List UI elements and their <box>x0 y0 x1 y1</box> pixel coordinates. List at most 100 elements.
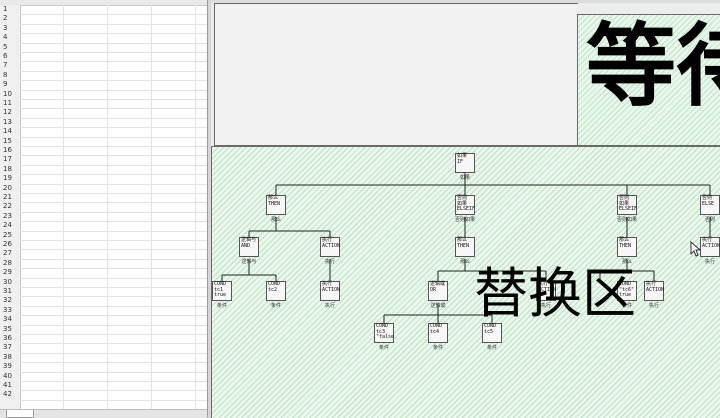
column-gridline <box>63 5 64 409</box>
column-header-row <box>0 0 207 6</box>
row-number[interactable]: 28 <box>3 258 12 267</box>
row-number[interactable]: 35 <box>3 324 12 333</box>
tree-node[interactable]: 执行 ACTION <box>536 281 556 301</box>
tree-node[interactable]: 执行 ACTION <box>644 281 664 301</box>
row-gridline <box>20 183 207 185</box>
row-number[interactable]: 25 <box>3 230 12 239</box>
title-banner: 等待 <box>577 14 720 146</box>
row-number[interactable]: 24 <box>3 221 12 230</box>
row-number[interactable]: 29 <box>3 268 12 277</box>
row-number[interactable]: 31 <box>3 287 12 295</box>
row-number[interactable]: 6 <box>3 52 8 60</box>
row-number[interactable]: 34 <box>3 315 12 324</box>
row-gridline <box>20 268 207 270</box>
tree-node[interactable]: COND tc5 <box>482 323 502 343</box>
row-number[interactable]: 8 <box>3 70 8 79</box>
tree-node-caption: 执行 <box>540 303 552 309</box>
row-number[interactable]: 5 <box>3 42 8 51</box>
row-number[interactable]: 19 <box>3 174 12 183</box>
tree-connectors <box>221 173 711 323</box>
row-number[interactable]: 41 <box>3 381 12 389</box>
mouse-pointer-icon <box>690 241 702 257</box>
row-number[interactable]: 18 <box>3 164 12 173</box>
row-number[interactable]: 38 <box>3 352 12 361</box>
row-number[interactable]: 30 <box>3 277 12 286</box>
tree-node[interactable]: 执行 ACTION <box>700 237 720 257</box>
row-number[interactable]: 11 <box>3 99 12 107</box>
row-number[interactable]: 26 <box>3 240 12 248</box>
row-gridline <box>20 287 207 288</box>
tree-node[interactable]: 那么 THEN <box>617 237 637 257</box>
row-number[interactable]: 42 <box>3 390 12 399</box>
tree-node-text: 如果 IF <box>457 153 468 165</box>
column-gridline <box>151 5 152 409</box>
tree-node[interactable]: COND tc2 <box>266 281 286 301</box>
row-number[interactable]: 27 <box>3 249 12 258</box>
row-number[interactable]: 17 <box>3 155 12 164</box>
row-number[interactable]: 16 <box>3 146 12 154</box>
tree-node-text: 逻辑或 OR <box>430 281 446 293</box>
tree-node[interactable]: 逻辑与 AND <box>239 237 259 257</box>
row-gridline <box>20 249 207 251</box>
tree-node-text: COND tc3 "false <box>376 323 395 340</box>
row-number[interactable]: 33 <box>3 305 12 314</box>
row-number[interactable]: 4 <box>3 33 8 42</box>
title-banner-text: 等待 <box>586 14 720 119</box>
row-gridline <box>20 70 207 72</box>
row-gridline <box>20 80 207 82</box>
tree-node[interactable]: COND "tc6" true <box>617 281 637 301</box>
tree-node[interactable]: COND tc3 "false <box>374 323 394 343</box>
tree-node[interactable]: 否则 ELSE <box>700 195 720 215</box>
row-number[interactable]: 15 <box>3 136 12 145</box>
row-number[interactable]: 13 <box>3 117 12 126</box>
tree-node-text: 那么 THEN <box>457 237 470 249</box>
tree-node[interactable]: 执行 ACTION <box>320 237 340 257</box>
tree-node[interactable]: 执行 ACTION <box>320 281 340 301</box>
row-number[interactable]: 10 <box>3 89 12 98</box>
row-number[interactable]: 9 <box>3 80 8 89</box>
tree-node-text: 否则 ELSE <box>702 195 715 207</box>
tree-node-caption: 条件 <box>432 345 444 351</box>
row-gridline <box>20 155 207 157</box>
tree-node-caption: 执行 <box>648 303 660 309</box>
row-number[interactable]: 22 <box>3 202 12 211</box>
tree-node[interactable]: 否则 如果 ELSEIF <box>455 195 475 215</box>
row-number[interactable]: 2 <box>3 14 8 23</box>
tree-node[interactable]: 如果 IF <box>455 153 475 173</box>
row-number[interactable]: 3 <box>3 23 8 32</box>
row-number[interactable]: 20 <box>3 183 12 192</box>
tree-node-text: COND "tc6" true <box>619 281 635 298</box>
tree-node[interactable]: COND tc1 true <box>212 281 232 301</box>
tree-node-caption: 否则 <box>704 217 716 223</box>
row-number[interactable]: 37 <box>3 343 12 352</box>
row-number[interactable]: 7 <box>3 61 8 70</box>
row-number[interactable]: 1 <box>3 5 8 13</box>
row-gridline <box>20 399 207 401</box>
row-gridline <box>20 371 207 373</box>
row-number[interactable]: 32 <box>3 296 12 305</box>
tree-node-text: 逻辑与 AND <box>241 237 257 249</box>
row-number[interactable]: 40 <box>3 371 12 380</box>
row-number[interactable]: 14 <box>3 127 12 136</box>
row-number[interactable]: 39 <box>3 362 12 371</box>
tree-node-caption: 条件 <box>621 303 633 309</box>
tree-node[interactable]: 逻辑或 OR <box>428 281 448 301</box>
tree-node[interactable]: COND tc4 <box>428 323 448 343</box>
row-gridline <box>20 296 207 298</box>
row-gridline <box>20 324 207 326</box>
tree-node[interactable]: 那么 THEN <box>455 237 475 257</box>
row-number[interactable]: 12 <box>3 108 12 117</box>
tree-node[interactable]: 那么 THEN <box>266 195 286 215</box>
tree-node-caption: 逻辑或 <box>430 303 446 309</box>
row-gridline <box>20 305 207 307</box>
row-gridline <box>20 117 207 119</box>
diagram-canvas[interactable]: 等待 <box>211 0 720 418</box>
tree-node-caption: 如果 <box>459 175 471 181</box>
tree-node-text: 否则 如果 ELSEIF <box>457 195 476 212</box>
tree-node[interactable]: 否则 如果 ELSEIF <box>617 195 637 215</box>
row-number[interactable]: 23 <box>3 211 12 220</box>
row-number[interactable]: 21 <box>3 193 12 201</box>
row-number[interactable]: 36 <box>3 334 12 342</box>
